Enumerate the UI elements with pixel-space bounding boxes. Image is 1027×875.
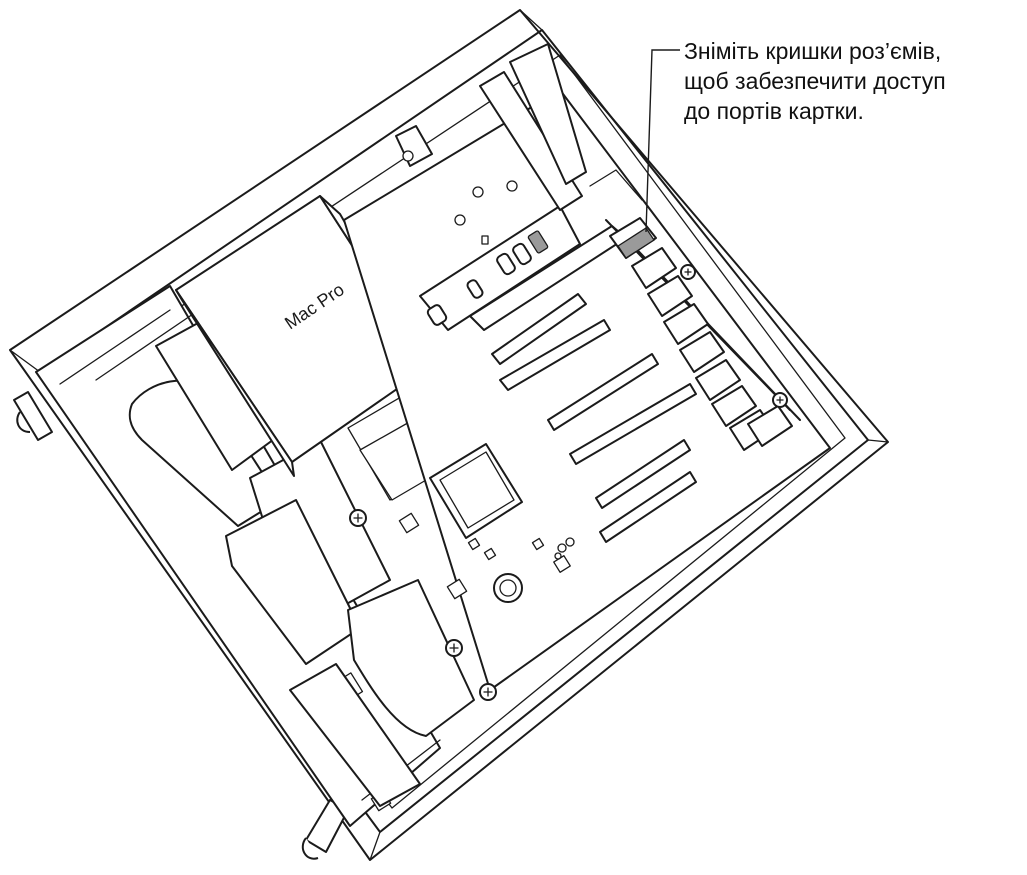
handle-bottom <box>301 799 349 860</box>
callout-line-2: щоб забезпечити доступ <box>684 68 946 94</box>
logic-board <box>343 89 831 691</box>
callout-line-1: Зніміть кришки роз’ємів, <box>684 38 942 64</box>
rear-rails <box>395 43 587 211</box>
pcie-slots <box>491 293 697 543</box>
callout-leader-line <box>645 49 680 233</box>
callout-line-3: до портів картки. <box>684 98 864 124</box>
handle-left <box>13 391 53 441</box>
slot-covers <box>609 217 793 451</box>
fan-bottom <box>289 579 475 807</box>
callout-text: Зніміть кришки роз’ємів, щоб забезпечити… <box>684 36 1024 126</box>
fan-middle <box>225 439 391 665</box>
screws <box>349 264 788 701</box>
rear-io <box>419 205 581 331</box>
